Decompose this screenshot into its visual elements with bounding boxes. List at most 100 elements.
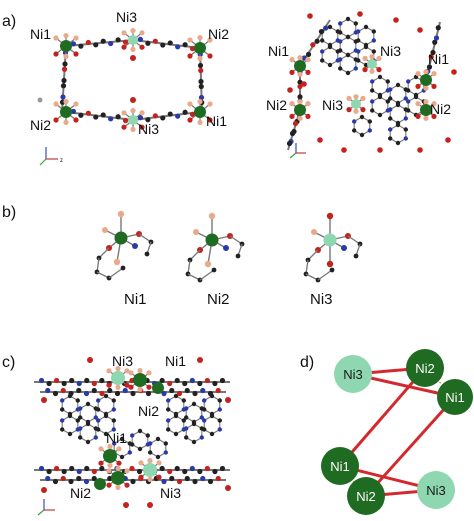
node-ni2-bottom-label: Ni2 — [356, 489, 376, 504]
chain-atom — [46, 380, 52, 387]
bond-ni2top-ni1bot — [338, 367, 427, 467]
ring-atom — [338, 21, 343, 26]
label-c-ni1-top: Ni1 — [165, 353, 186, 369]
chain-atom — [84, 465, 90, 472]
atom — [311, 229, 317, 235]
node-ni3-top-label: Ni3 — [343, 367, 363, 382]
chain-atom — [130, 390, 136, 397]
ring-atom — [111, 398, 116, 403]
ligand-atom — [431, 71, 437, 77]
ring-atom — [163, 441, 168, 446]
atom — [87, 357, 93, 363]
chain-atom — [167, 468, 173, 475]
chain-atom — [174, 465, 180, 472]
chain-atom — [91, 475, 97, 482]
ring-atom — [403, 127, 408, 132]
node-ni1-top: Ni1 — [437, 379, 473, 415]
ring-atom — [60, 427, 65, 432]
ring-atom — [103, 413, 109, 419]
chain-atom — [286, 140, 293, 147]
ligand-atom — [73, 51, 79, 57]
chain-atom — [129, 465, 135, 472]
chain-atom — [292, 120, 299, 127]
ring-atom — [370, 79, 375, 84]
ligand-atom — [115, 466, 121, 472]
ring-atom — [320, 49, 325, 54]
ring-atom — [320, 58, 325, 63]
chain-atom — [145, 117, 151, 123]
ring-atom — [166, 398, 171, 403]
ligand-atom — [423, 115, 429, 121]
label-b-ni3: Ni3 — [310, 291, 333, 308]
chain-atom — [198, 94, 205, 101]
bond-line — [65, 111, 134, 121]
ring-atom — [345, 70, 351, 76]
ligand-atom — [197, 99, 203, 105]
ring-atom — [352, 128, 357, 133]
ligand-atom — [289, 101, 295, 107]
ring-atom — [370, 108, 375, 113]
ligand-atom — [106, 382, 112, 388]
ring-atom — [173, 413, 179, 419]
chain-atom — [314, 38, 320, 44]
ligand-atom — [289, 113, 295, 119]
axis-triad-c — [37, 499, 55, 516]
ring-atom — [359, 132, 365, 138]
ligand-atom — [139, 110, 145, 116]
molecule-a-right — [286, 11, 457, 153]
ni-atom-light — [143, 463, 157, 477]
atom — [193, 229, 199, 235]
ring-atom — [199, 415, 204, 420]
atom — [37, 97, 43, 103]
atom — [130, 97, 136, 103]
ring-atom — [367, 128, 372, 133]
node-ni3-top: Ni3 — [334, 355, 372, 393]
ring-atom — [388, 87, 393, 92]
ligand-atom — [431, 113, 437, 119]
atom — [208, 212, 216, 220]
atom — [211, 267, 217, 273]
chain-atom — [84, 377, 90, 384]
ligand-atom — [130, 126, 136, 132]
ring-atom — [184, 415, 189, 420]
atom — [144, 251, 150, 257]
ring-atom — [184, 435, 189, 440]
ligand-atom — [289, 57, 295, 63]
ring-atom — [371, 49, 376, 54]
label-a-left-ni2-bottom: Ni2 — [30, 117, 51, 133]
chain-atom — [323, 25, 329, 31]
ring-atom — [406, 88, 411, 93]
label-a-right-ni3-mid: Ni3 — [322, 97, 343, 113]
ring-atom — [406, 79, 411, 84]
ligand-atom — [116, 460, 122, 466]
chain-atom — [198, 83, 204, 90]
chain-atom — [167, 380, 173, 387]
bond-line — [138, 233, 152, 243]
chain-atom — [122, 39, 129, 45]
chain-atom — [60, 94, 66, 100]
ring-atom — [166, 427, 171, 432]
ligand-atom — [124, 482, 130, 488]
chain-atom — [426, 64, 433, 70]
axis-triad-a-left: z — [39, 147, 63, 166]
node-ni2-top-label: Ni2 — [415, 361, 435, 376]
chain-atom — [198, 78, 204, 85]
chain-atom — [99, 377, 105, 384]
bond-line — [65, 39, 134, 47]
ring-atom — [119, 454, 125, 460]
ring-atom — [403, 116, 408, 121]
node-ni2-top: Ni2 — [406, 349, 444, 387]
ring-atom — [155, 436, 161, 442]
chain-atom — [46, 468, 52, 475]
label-a-left-ni3-top: Ni3 — [116, 9, 137, 25]
ring-atom — [67, 431, 73, 437]
label-b-ni1: Ni1 — [124, 291, 147, 308]
chain-atom — [189, 111, 196, 117]
chain-atom — [68, 390, 74, 397]
chain-atom — [174, 377, 180, 384]
atom — [317, 137, 323, 143]
ligand-atom — [147, 458, 153, 464]
ring-atom — [78, 415, 83, 420]
ligand-atom — [139, 30, 145, 36]
ligand-atom — [297, 115, 303, 121]
